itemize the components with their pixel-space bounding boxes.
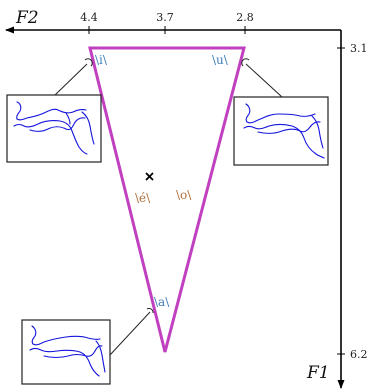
vocal-tract-thumbnail-i	[6, 94, 102, 163]
f2-tick-label: 4.4	[80, 11, 98, 24]
cross-icon	[145, 172, 154, 181]
vocal-tract-thumbnail-u	[233, 96, 329, 166]
f1-axis-name: F1	[306, 363, 330, 383]
vowel-label-o: \o\	[176, 188, 192, 202]
vowel-label-i: \i\	[95, 53, 108, 67]
vowel-label-u: \u\	[212, 53, 229, 67]
connector-a	[109, 307, 154, 356]
f2-axis-name: F2	[15, 8, 39, 28]
f1-tick-label: 3.1	[350, 42, 368, 55]
f1-tick-label: 6.2	[350, 348, 368, 361]
f2-tick-label: 2.8	[236, 11, 254, 24]
connector-u	[241, 58, 283, 98]
vowel-label-e: \é\	[135, 191, 151, 205]
connector-i	[54, 58, 93, 96]
vowel-label-a: \a\	[154, 295, 170, 309]
f2-tick-label: 3.7	[156, 11, 174, 24]
vowel-triangle	[88, 46, 246, 353]
vocal-tract-thumbnail-a	[21, 319, 111, 385]
